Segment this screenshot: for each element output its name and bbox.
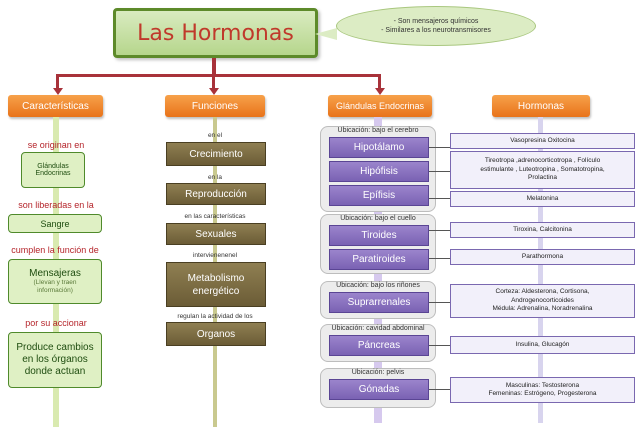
gland-pancreas: Páncreas: [329, 335, 429, 356]
gland-epifisis: Epífisis: [329, 185, 429, 206]
arrow-down-icon: [53, 88, 63, 95]
connector-bar: [56, 74, 380, 77]
label-funcion: cumplen la función de: [11, 245, 99, 255]
link-suprarrenales: [429, 302, 450, 303]
link-pancreas: [429, 345, 450, 346]
link-gonadas: [429, 389, 450, 390]
gland-hipotalamo: Hipotálamo: [329, 137, 429, 158]
hormone-gonadas-line-2: Femeninas: Estrógeno, Progesterona: [488, 390, 597, 397]
hormone-hipofisis: Tireotropa ,adrenocorticotropa , Folícul…: [450, 151, 635, 189]
bubble-line-2: - Similares a los neurotransmisores: [381, 27, 491, 34]
hormone-suprarrenales-line-3: Médula: Adrenalina, Noradrenalina: [492, 305, 593, 313]
box-metabolismo: Metabolismo energético: [166, 262, 266, 307]
connector-drop-2: [212, 74, 215, 90]
hormone-suprarrenales-line-1: Corteza: Aldesterona, Cortisona,: [495, 288, 590, 296]
connector-drop-3: [378, 74, 381, 90]
label-caracteristicas: en las características: [184, 213, 246, 220]
gland-suprarrenales: Suprarrenales: [329, 292, 429, 313]
label-en-la: en la: [207, 174, 223, 181]
hormone-suprarrenales-line-2: Androgenocorticoides: [511, 296, 574, 304]
box-sangre: Sangre: [8, 214, 102, 233]
hormone-epifisis: Melatonina: [450, 191, 635, 207]
group-label-rinones: Ubicación: bajo los riñones: [336, 282, 420, 289]
hormone-hipotalamo: Vasopresina Oxitocina: [450, 133, 635, 149]
hormone-hipofisis-line-3: Prolactina: [528, 174, 557, 182]
label-intervienen: intervienenenel: [192, 252, 238, 259]
mensajeras-title: Mensajeras: [29, 268, 81, 279]
connector-drop-1: [56, 74, 59, 90]
box-organos: Organos: [166, 322, 266, 346]
gland-gonadas: Gónadas: [329, 379, 429, 400]
link-paratiroides: [429, 258, 450, 259]
mensajeras-sub: (Llevan y traen información): [33, 279, 77, 294]
hormone-gonadas: Masculinas: Testosterona Femeninas: Estr…: [450, 377, 635, 403]
label-regulan: regulan la actividad de los: [177, 313, 253, 320]
box-produce-cambios: Produce cambios en los órganos donde act…: [8, 332, 102, 388]
header-funciones: Funciones: [165, 95, 265, 117]
label-liberadas: son liberadas en la: [18, 200, 94, 210]
box-glandulas-endocrinas: Glándulas Endocrinas: [21, 152, 85, 188]
box-crecimiento: Crecimiento: [166, 142, 266, 166]
connector-stem: [212, 58, 216, 76]
label-se-originan: se originan en: [27, 140, 85, 150]
box-reproduccion: Reproducción: [166, 183, 266, 205]
arrow-down-icon: [375, 88, 385, 95]
link-hipofisis: [429, 171, 450, 172]
gland-tiroides: Tiroides: [329, 225, 429, 246]
link-tiroides: [429, 230, 450, 231]
label-accionar: por su accionar: [25, 318, 87, 328]
label-en-el: en el: [207, 132, 223, 139]
arrow-down-icon: [209, 88, 219, 95]
stem-hormonas: [538, 117, 543, 423]
hormone-hipofisis-line-2: estimulante , Luteotropina , Somatotropi…: [480, 165, 605, 173]
header-hormonas: Hormonas: [492, 95, 590, 117]
group-label-cuello: Ubicación: bajo el cuello: [340, 215, 416, 222]
bubble-tail: [315, 28, 337, 40]
hormone-gonadas-line-1: Masculinas: Testosterona: [505, 381, 580, 389]
hormone-suprarrenales: Corteza: Aldesterona, Cortisona, Androge…: [450, 284, 635, 318]
gland-paratiroides: Paratiroides: [329, 249, 429, 270]
page-title: Las Hormonas: [113, 8, 318, 58]
header-glandulas: Glándulas Endocrinas: [328, 95, 432, 117]
group-label-cerebro: Ubicación: bajo el cerebro: [337, 127, 419, 134]
header-caracteristicas: Características: [8, 95, 103, 117]
box-mensajeras: Mensajeras (Llevan y traen información): [8, 259, 102, 304]
link-hipotalamo: [429, 147, 450, 148]
group-label-pelvis: Ubicación: pelvis: [351, 369, 405, 376]
link-epifisis: [429, 198, 450, 199]
group-label-abdominal: Ubicación: cavidad abdominal: [331, 325, 425, 332]
hormone-paratiroides: Parathormona: [450, 249, 635, 265]
gland-hipofisis: Hipófisis: [329, 161, 429, 182]
box-sexuales: Sexuales: [166, 223, 266, 245]
hormone-pancreas: Insulina, Glucagón: [450, 336, 635, 354]
bubble-line-1: - Son mensajeros químicos: [393, 18, 479, 25]
hormone-hipofisis-line-1: Tireotropa ,adrenocorticotropa , Folícul…: [484, 157, 601, 165]
hormone-tiroides: Tiroxina, Calcitonina: [450, 222, 635, 238]
info-bubble: - Son mensajeros químicos - Similares a …: [336, 6, 536, 46]
